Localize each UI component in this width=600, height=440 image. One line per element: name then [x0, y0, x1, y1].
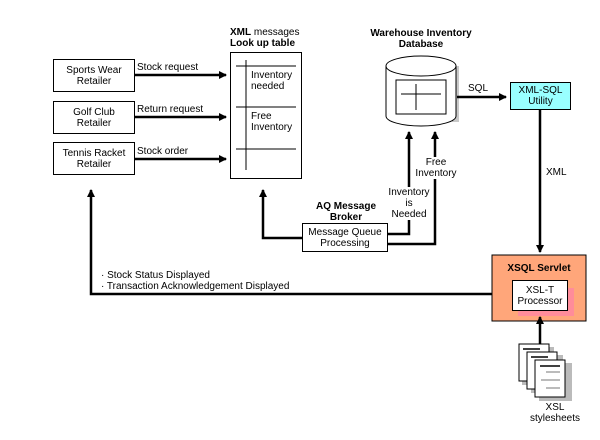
retailer-name: Golf Club [73, 106, 115, 118]
label-sql: SQL [468, 83, 489, 94]
label-return-request: Return request [137, 104, 204, 115]
retailer-name: Tennis Racket [62, 147, 126, 159]
retailer-type: Retailer [76, 75, 112, 87]
note-stock-status: · Stock Status Displayed [101, 270, 210, 281]
retailer-name: Sports Wear [66, 64, 122, 76]
retailer-type: Retailer [76, 117, 112, 129]
note-transaction-ack: · Transaction Acknowledgement Displayed [101, 281, 290, 292]
label-xml: XML [546, 167, 567, 178]
xsl-stylesheets-icon [518, 343, 572, 401]
lookup-table [230, 52, 302, 179]
database-cylinder-icon [385, 55, 459, 127]
lookup-table-title: XML messages Look up table [230, 27, 300, 49]
xsql-servlet-title: XSQL Servlet [507, 263, 571, 274]
lookup-table-grid [236, 60, 296, 170]
retailer-type: Retailer [76, 158, 112, 170]
arrow-broker-to-lookup [259, 189, 306, 240]
arrow-inventory-needed [387, 131, 413, 236]
label-stock-order: Stock order [137, 146, 189, 157]
label-stock-request: Stock request [137, 62, 199, 73]
arrow-status-to-retailer [87, 189, 512, 296]
status-notes: · Stock Status Displayed · Transaction A… [101, 270, 289, 292]
